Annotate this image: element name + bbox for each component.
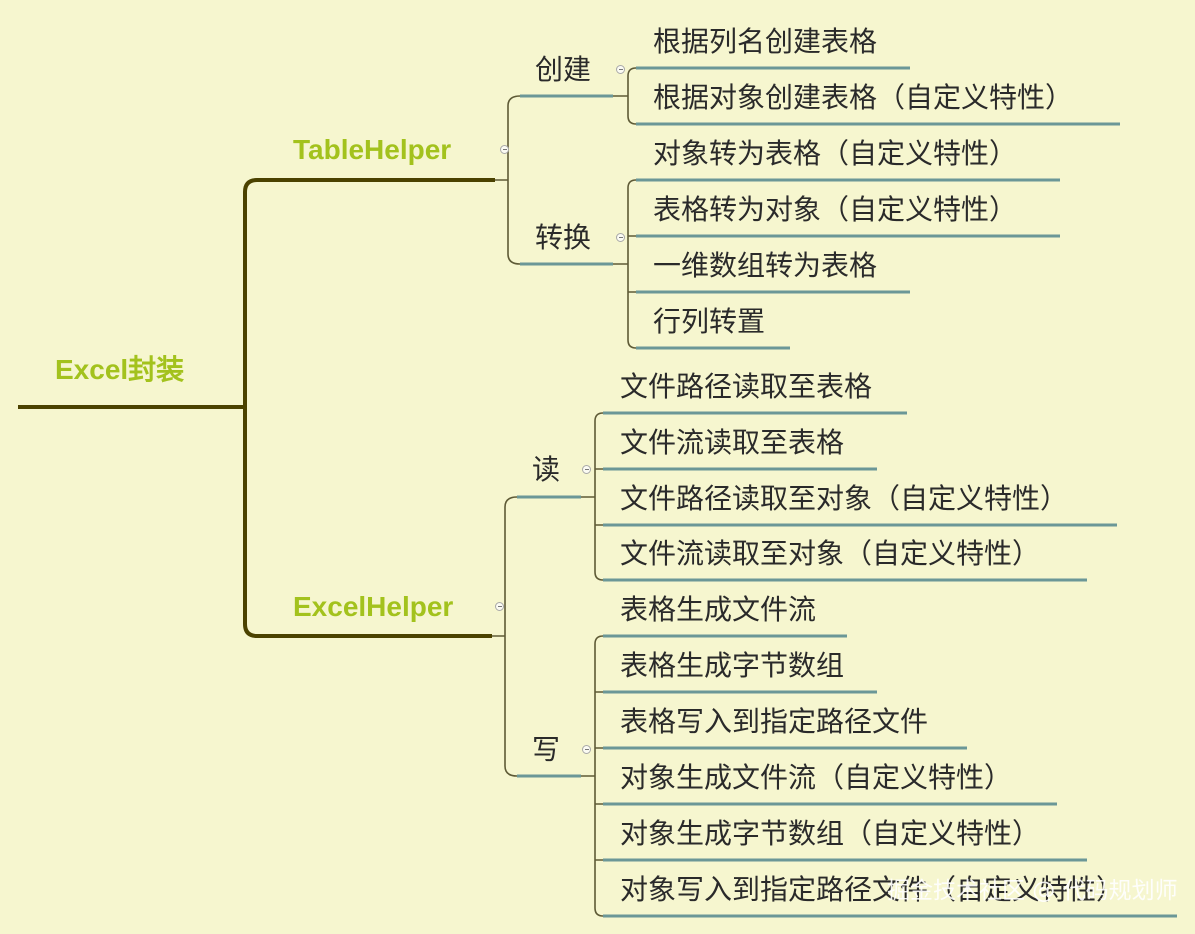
topic-create-table-from-object[interactable]: 根据对象创建表格（自定义特性） xyxy=(653,81,1074,114)
excelhelper-collapse-icon[interactable] xyxy=(495,602,504,611)
topic-excelhelper[interactable]: ExcelHelper xyxy=(293,591,454,622)
write-connector xyxy=(581,635,604,917)
topic-tablehelper[interactable]: TableHelper xyxy=(293,134,452,165)
write-collapse-icon[interactable] xyxy=(582,745,591,754)
watermark: 掘金技术社区 @ 代码规划师 xyxy=(887,878,1178,904)
create-connector xyxy=(613,67,637,125)
topic-create[interactable]: 创建 xyxy=(535,53,592,86)
create-collapse-icon[interactable] xyxy=(616,65,625,74)
topic-table-to-byte-array[interactable]: 表格生成字节数组 xyxy=(620,649,845,682)
read-connector xyxy=(581,412,604,581)
topic-read[interactable]: 读 xyxy=(532,453,561,486)
read-collapse-icon[interactable] xyxy=(582,465,591,474)
topic-read-stream-to-table[interactable]: 文件流读取至表格 xyxy=(620,426,845,459)
topic-array-to-table[interactable]: 一维数组转为表格 xyxy=(653,249,878,282)
topic-object-to-file-stream[interactable]: 对象生成文件流（自定义特性） xyxy=(620,761,1013,794)
topic-transpose[interactable]: 行列转置 xyxy=(653,305,766,338)
topic-object-write-to-path[interactable]: 对象写入到指定路径文件（自定义特性） xyxy=(620,873,1125,906)
root-bracket-connector xyxy=(243,178,273,638)
topic-write[interactable]: 写 xyxy=(532,733,561,766)
convert-collapse-icon[interactable] xyxy=(616,233,625,242)
excelhelper-connector xyxy=(492,496,518,777)
convert-connector xyxy=(613,179,637,349)
topic-table-to-object[interactable]: 表格转为对象（自定义特性） xyxy=(653,193,1018,226)
root-topic[interactable]: Excel封装 xyxy=(55,354,185,385)
topic-create-table-from-column-names[interactable]: 根据列名创建表格 xyxy=(653,25,878,58)
topic-convert[interactable]: 转换 xyxy=(535,221,592,254)
topic-read-path-to-table[interactable]: 文件路径读取至表格 xyxy=(620,370,873,403)
tablehelper-collapse-icon[interactable] xyxy=(500,145,509,154)
topic-object-to-table[interactable]: 对象转为表格（自定义特性） xyxy=(653,137,1018,170)
tablehelper-connector xyxy=(495,95,521,265)
topic-table-to-file-stream[interactable]: 表格生成文件流 xyxy=(620,593,817,626)
topic-object-to-byte-array[interactable]: 对象生成字节数组（自定义特性） xyxy=(620,817,1041,850)
topic-read-path-to-object[interactable]: 文件路径读取至对象（自定义特性） xyxy=(620,482,1069,515)
topic-table-write-to-path[interactable]: 表格写入到指定路径文件 xyxy=(620,705,929,738)
topic-read-stream-to-object[interactable]: 文件流读取至对象（自定义特性） xyxy=(620,537,1041,570)
